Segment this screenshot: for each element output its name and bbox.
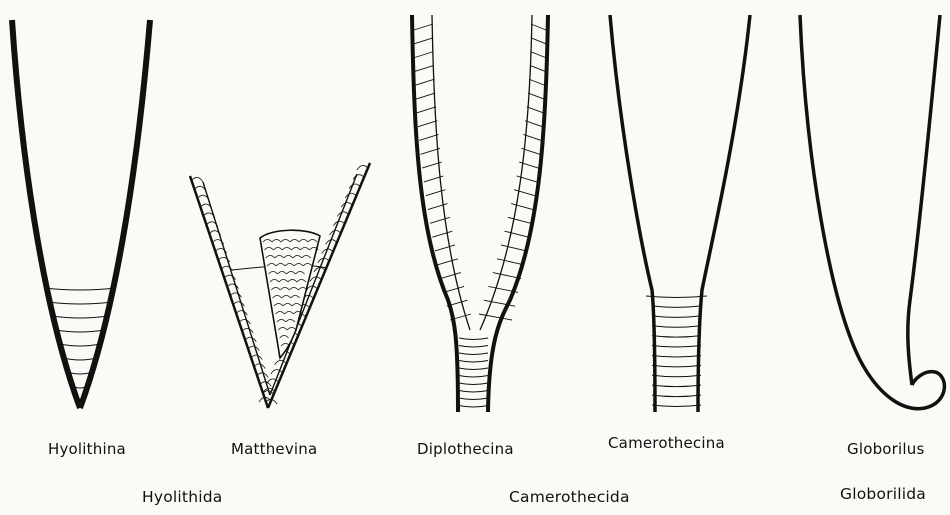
camerothecina-septum [652, 385, 701, 387]
diplothecina-lamina [414, 38, 433, 44]
diplothecina-septum [459, 383, 488, 385]
diplothecina-inner-left [432, 15, 470, 330]
diplothecina-lamina [528, 93, 544, 99]
diplothecina-lamina [414, 52, 433, 58]
camerothecina-septum [652, 375, 701, 377]
diplothecina-lamina [443, 286, 464, 292]
diplothecina-lamina [419, 134, 438, 140]
matthevina-shell-scale [233, 302, 244, 307]
diplothecina-lamina [415, 65, 434, 71]
diplothecina-septum [459, 353, 488, 355]
matthevina-shell-scale [245, 337, 256, 342]
label-hyolithina: Hyolithina [48, 440, 126, 458]
matthevina-operculum [260, 230, 320, 358]
camerothecina-septum [652, 355, 701, 357]
diplothecina-lamina [430, 217, 450, 223]
matthevina-shell-scale [239, 320, 250, 325]
camerothecina-septum [652, 306, 701, 308]
hyolithina-left-wall [12, 20, 80, 408]
matthevina-shell-scale [254, 364, 265, 369]
label-matthevina: Matthevina [231, 440, 317, 458]
label-hyolithida: Hyolithida [142, 488, 222, 506]
label-globorilus: Globorilus [847, 440, 925, 458]
diplothecina-septum [459, 406, 488, 408]
diplothecina-lamina [414, 24, 433, 30]
diplothecina-lamina [504, 231, 528, 237]
matthevina-shell-scale [333, 221, 344, 226]
diplothecina-lamina [415, 79, 434, 85]
diplothecina-inner-right [480, 15, 532, 330]
diplothecina-septum [459, 338, 488, 340]
camerothecina-septum [652, 316, 701, 318]
hyolithina-septum [60, 344, 100, 346]
diplothecina-lamina [501, 245, 526, 251]
camerothecina-septum [652, 395, 701, 397]
hyolithina-septum [48, 302, 112, 304]
matthevina-shell-scale [248, 346, 259, 351]
hyolithina-septum [52, 316, 108, 318]
diplothecina-outer-left [412, 15, 458, 412]
hyolithina-septa [44, 288, 116, 402]
diplothecina-lamina [529, 79, 545, 85]
matthevina-shell-scale [192, 177, 203, 182]
diplothecina-lamina [531, 24, 546, 30]
globorilus-outer-wall [800, 15, 944, 409]
hyolithina-septum [64, 358, 96, 360]
diplothecina-lamina [440, 273, 460, 279]
diplothecina-lamina [514, 190, 535, 196]
hyolithina-septum [56, 330, 104, 332]
diplothecina-lamina [493, 273, 521, 279]
diplothecina-lamina [432, 231, 452, 237]
label-diplothecina: Diplothecina [417, 440, 514, 458]
diplothecina-lamina [531, 38, 546, 44]
diplothecina-septum [459, 376, 488, 378]
diplothecina-lamina [428, 204, 448, 210]
camerothecina-septum [652, 346, 701, 348]
diplothecina-septum [459, 361, 488, 363]
hyolithina-drawing [12, 20, 150, 408]
camerothecina-left-wall [610, 15, 655, 412]
camerothecina-drawing [610, 15, 750, 412]
camerothecina-right-wall [698, 15, 750, 412]
globorilus-drawing [800, 15, 944, 409]
diplothecina-lamina [531, 52, 546, 58]
globorilus-inner-wall [908, 15, 940, 385]
diplothecina-septum [459, 368, 488, 370]
diplothecina-outer-right [488, 15, 548, 412]
diplothecina-lamina [530, 65, 545, 71]
camerothecina-septum [652, 405, 701, 407]
matthevina-shell-scale [251, 355, 262, 360]
diplothecina-drawing [412, 15, 548, 412]
hyolithina-right-wall [80, 20, 150, 408]
diplothecina-lamina [421, 148, 440, 154]
camerothecina-septum [646, 296, 707, 298]
camerothecina-septum [652, 336, 701, 338]
diplothecina-septum [459, 346, 488, 348]
diplothecina-lamina [511, 204, 533, 210]
camerothecina-septum [652, 365, 701, 367]
diplothecina-septum [459, 398, 488, 400]
diplothecina-lamina [417, 107, 436, 113]
matthevina-outer-left [190, 176, 268, 408]
matthevina-shell-scale [242, 328, 253, 333]
label-camerothecida: Camerothecida [509, 488, 630, 506]
camerothecina-septum [652, 326, 701, 328]
diplothecina-lamina [435, 245, 455, 251]
diplothecina-lamina [508, 217, 531, 223]
diplothecina-lamina [416, 93, 435, 99]
diplothecina-lamina [418, 121, 437, 127]
diplothecina-septum [459, 391, 488, 393]
label-camerothecina: Camerothecina [608, 434, 725, 452]
diplothecina-lamina [497, 259, 524, 265]
diplothecina-lamina [525, 121, 542, 127]
hyolithina-septum [44, 288, 116, 290]
diplothecina-lamina [479, 314, 512, 320]
matthevina-inner-left [203, 182, 270, 395]
matthevina-drawing [190, 163, 370, 408]
matthevina-shell-scale [236, 311, 247, 316]
diplothecina-lamina [438, 259, 458, 265]
label-globorilida: Globorilida [840, 485, 926, 503]
diplothecina-lamina [527, 107, 543, 113]
